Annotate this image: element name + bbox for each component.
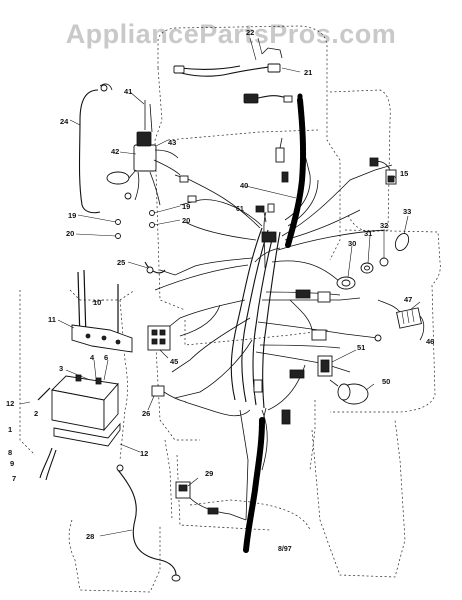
callout-label: 19 xyxy=(68,211,76,220)
diagram-code: 8/97 xyxy=(278,546,292,553)
callout-label: 47 xyxy=(404,295,412,304)
harness-wires xyxy=(154,154,393,521)
callout-label: 20 xyxy=(66,229,74,238)
callout-label: 3 xyxy=(59,364,63,373)
part-24-cable xyxy=(78,83,113,214)
callout-label: 2 xyxy=(34,409,38,418)
callout-label: 12 xyxy=(6,399,14,408)
callout-label: 31 xyxy=(364,229,372,238)
callout-label: 22 xyxy=(246,28,254,37)
battery xyxy=(37,374,121,481)
callout-label: 19 xyxy=(182,202,190,211)
callout-label: 20 xyxy=(182,216,190,225)
callout-label: 42 xyxy=(111,147,119,156)
part-61 xyxy=(255,203,275,223)
part-26-fuse xyxy=(151,385,187,403)
right-parts xyxy=(336,233,410,290)
lower-connectors xyxy=(253,231,382,425)
callout-label: 61 xyxy=(236,206,244,213)
callout-label: 33 xyxy=(403,207,411,216)
callout-label: 40 xyxy=(240,181,248,190)
fasteners-19-20 xyxy=(115,210,155,239)
wire-loom xyxy=(243,93,307,553)
callout-leaders xyxy=(19,37,421,537)
callout-label: 8 xyxy=(8,448,12,457)
callout-label: 29 xyxy=(205,469,213,478)
callout-numbers: 21 24 41 42 43 40 15 22 19 20 19 20 61 3… xyxy=(6,28,434,541)
callout-label: 9 xyxy=(10,459,14,468)
callout-label: 11 xyxy=(48,315,56,324)
callout-label: 25 xyxy=(117,258,125,267)
callout-label: 15 xyxy=(400,169,408,178)
callout-label: 32 xyxy=(380,221,388,230)
callout-label: 30 xyxy=(348,239,356,248)
tractor-outline xyxy=(19,25,441,593)
callout-label: 12 xyxy=(140,449,148,458)
part-25-ground xyxy=(144,261,166,274)
callout-label: 43 xyxy=(168,138,176,147)
callout-label: 51 xyxy=(357,343,365,352)
watermark: AppliancePartsPros.com xyxy=(66,19,397,49)
seat-switch-harness xyxy=(173,47,293,104)
callout-label: 10 xyxy=(93,298,101,307)
callout-label: 7 xyxy=(12,474,16,483)
callout-label: 41 xyxy=(124,87,132,96)
callout-label: 4 xyxy=(90,353,95,362)
part-50-light xyxy=(329,379,369,405)
part-15-switch xyxy=(369,157,397,185)
callout-label: 24 xyxy=(60,117,69,126)
part-45-plate xyxy=(147,325,171,351)
callout-label: 28 xyxy=(86,532,94,541)
part-29-relay xyxy=(175,481,247,521)
callout-label: 26 xyxy=(142,409,150,418)
part-28-cable xyxy=(116,464,181,582)
callout-label: 50 xyxy=(382,377,390,386)
callout-label: 1 xyxy=(8,425,12,434)
callout-label: 45 xyxy=(170,357,178,366)
callout-label: 46 xyxy=(426,337,434,346)
part-46-connector xyxy=(377,299,425,341)
battery-holddown xyxy=(71,269,133,353)
part-40-connectors xyxy=(179,137,289,203)
ignition-switch xyxy=(106,100,181,206)
callout-label: 21 xyxy=(304,68,312,77)
part-51-module xyxy=(317,355,333,377)
callout-label: 6 xyxy=(104,353,108,362)
